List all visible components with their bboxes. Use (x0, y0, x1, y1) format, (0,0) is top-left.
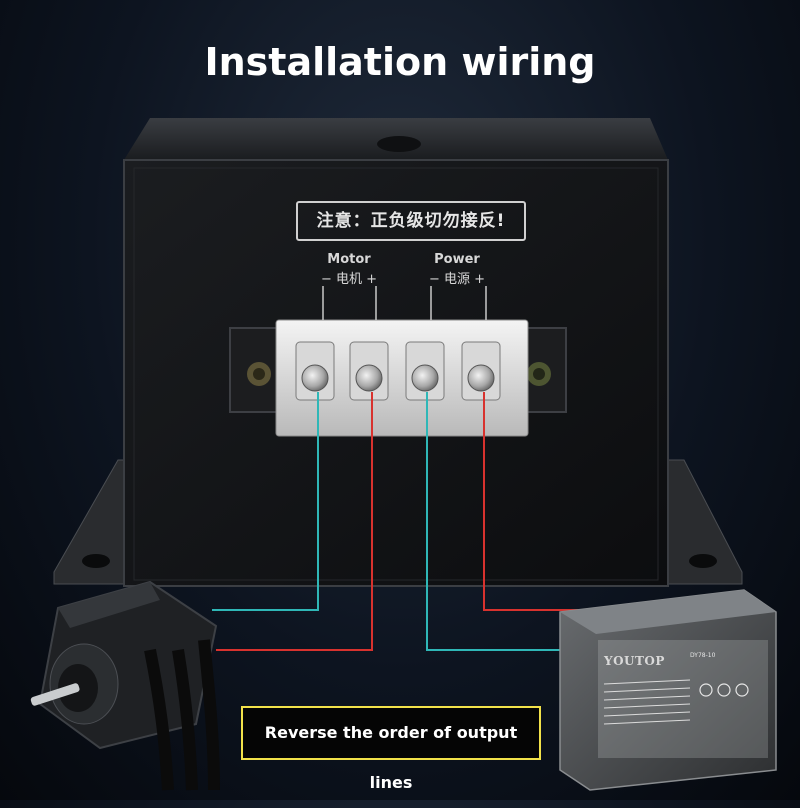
battery (559, 589, 777, 791)
terminal-block (229, 286, 567, 437)
motor-chinese-label: 电机 (335, 272, 362, 287)
battery-symbols (699, 683, 749, 697)
power-chinese-label: 电源 (443, 272, 470, 287)
battery-label-lines (603, 679, 691, 725)
battery-brand: YOUTOP (604, 654, 665, 668)
battery-model: DY78-10 (690, 652, 716, 659)
power-minus-sign: − (428, 272, 440, 287)
wires (212, 392, 582, 651)
motor-terminal-label: Motor (327, 252, 371, 267)
power-positive-wire (483, 392, 582, 611)
mounting-bracket-right (659, 459, 743, 585)
note-reverse-output: Reverse the order of output lines (241, 706, 541, 792)
motor-plus-sign: + (366, 272, 378, 287)
motor-negative-wire (212, 392, 319, 611)
power-terminal-label: Power (434, 252, 480, 267)
motor-positive-wire (216, 392, 373, 651)
stepper-motor (30, 580, 220, 791)
power-negative-wire (426, 392, 568, 651)
motor-minus-sign: − (320, 272, 332, 287)
page-title: Installation wiring (204, 40, 596, 84)
power-plus-sign: + (474, 272, 486, 287)
terminal-screws (295, 341, 501, 401)
warning-label: 注意：正负级切勿接反! (296, 201, 526, 241)
motor-terminal-sub: − 电机 + (312, 268, 386, 287)
terminal-leads (322, 286, 487, 320)
power-terminal-sub: − 电源 + (420, 268, 494, 287)
controller-box (123, 118, 669, 587)
